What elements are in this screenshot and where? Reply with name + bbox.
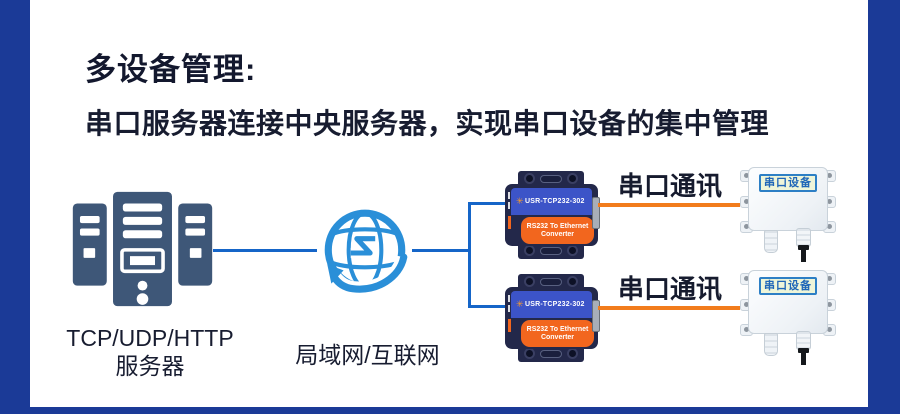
converter-faceplate: ✳ USR-TCP232-302 RS232 To Ethernet Conve… — [511, 188, 594, 244]
converter-faceplate: ✳ USR-TCP232-302 RS232 To Ethernet Conve… — [511, 291, 594, 347]
link-label-2: 串口通讯 — [617, 274, 722, 304]
converter-description-band: RS232 To Ethernet Converter — [521, 217, 594, 244]
brand-sun-icon: ✳ — [516, 196, 524, 206]
serial-device-1: 串口设备 — [738, 165, 838, 263]
device-name-panel: 串口设备 — [759, 277, 817, 295]
branch-vertical-line — [468, 202, 471, 308]
serial-link-line-2 — [598, 306, 740, 310]
converter-model-text: USR-TCP232-302 — [525, 301, 585, 308]
serial-device-2: 串口设备 — [738, 268, 838, 366]
probe-cap — [798, 348, 809, 353]
mounting-flange — [518, 274, 584, 290]
probe-antenna — [801, 352, 806, 365]
page-subtitle: 串口服务器连接中央服务器，实现串口设备的集中管理 — [85, 108, 770, 139]
left-accent-bar — [0, 0, 30, 414]
serial-server-device-1: ✳ USR-TCP232-302 RS232 To Ethernet Conve… — [505, 171, 600, 259]
converter-description-band: RS232 To Ethernet Converter — [521, 320, 594, 347]
server-label-line1: TCP/UDP/HTTP — [66, 325, 234, 351]
mounting-flange — [518, 171, 584, 187]
probe-cap — [798, 245, 809, 250]
server-label-line2: 服务器 — [115, 353, 185, 380]
probe-gland — [796, 228, 811, 247]
sensor-vent — [764, 333, 778, 356]
converter-body: ✳ USR-TCP232-302 RS232 To Ethernet Conve… — [505, 287, 600, 349]
probe-antenna — [801, 249, 806, 262]
serial-server-device-2: ✳ USR-TCP232-302 RS232 To Ethernet Conve… — [505, 274, 600, 362]
db9-serial-port — [592, 197, 600, 229]
mounting-flange — [518, 243, 584, 259]
brand-sun-icon: ✳ — [516, 299, 524, 309]
led-markings — [507, 192, 511, 238]
server-icon — [72, 186, 213, 312]
link-label-1: 串口通讯 — [617, 171, 722, 201]
db9-serial-port — [592, 300, 600, 332]
mounting-flange — [518, 346, 584, 362]
led-markings — [507, 295, 511, 341]
probe-gland — [796, 331, 811, 350]
network-label: 局域网/互联网 — [295, 342, 440, 368]
device-name-panel: 串口设备 — [759, 174, 817, 192]
page-title: 多设备管理: — [85, 52, 257, 87]
bottom-accent-bar — [0, 407, 900, 414]
branch-top-line — [468, 202, 508, 205]
connector-server-network — [213, 249, 317, 252]
sensor-vent — [764, 230, 778, 253]
converter-body: ✳ USR-TCP232-302 RS232 To Ethernet Conve… — [505, 184, 600, 246]
right-accent-bar — [868, 0, 900, 414]
serial-link-line-1 — [598, 203, 740, 207]
connector-network-branch — [412, 249, 471, 252]
server-label: TCP/UDP/HTTP 服务器 — [40, 324, 260, 380]
branch-bottom-line — [468, 305, 508, 308]
globe-network-icon — [324, 209, 412, 297]
converter-model-text: USR-TCP232-302 — [525, 198, 585, 205]
